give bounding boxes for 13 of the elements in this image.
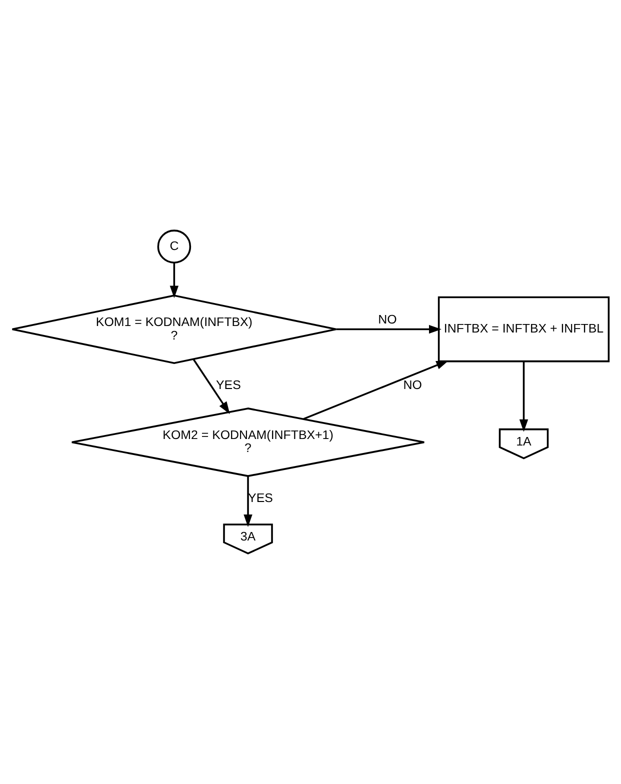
arrow — [244, 476, 252, 527]
arrow — [170, 262, 179, 298]
node-diamond: KOM1 = KODNAM(INFTBX) ? — [11, 294, 337, 364]
arrow — [192, 358, 230, 414]
edge-label: YES — [216, 378, 241, 392]
node-box: INFTBX = INFTBX + INFTBL — [438, 296, 610, 362]
edge-label: NO — [403, 378, 422, 392]
node-diamond: KOM2 = KODNAM(INFTBX+1) ? — [71, 408, 426, 477]
arrow — [336, 324, 442, 334]
arrow — [303, 360, 449, 420]
edge-label: NO — [378, 312, 397, 326]
arrow — [519, 361, 528, 432]
node-circle: C — [157, 230, 192, 264]
